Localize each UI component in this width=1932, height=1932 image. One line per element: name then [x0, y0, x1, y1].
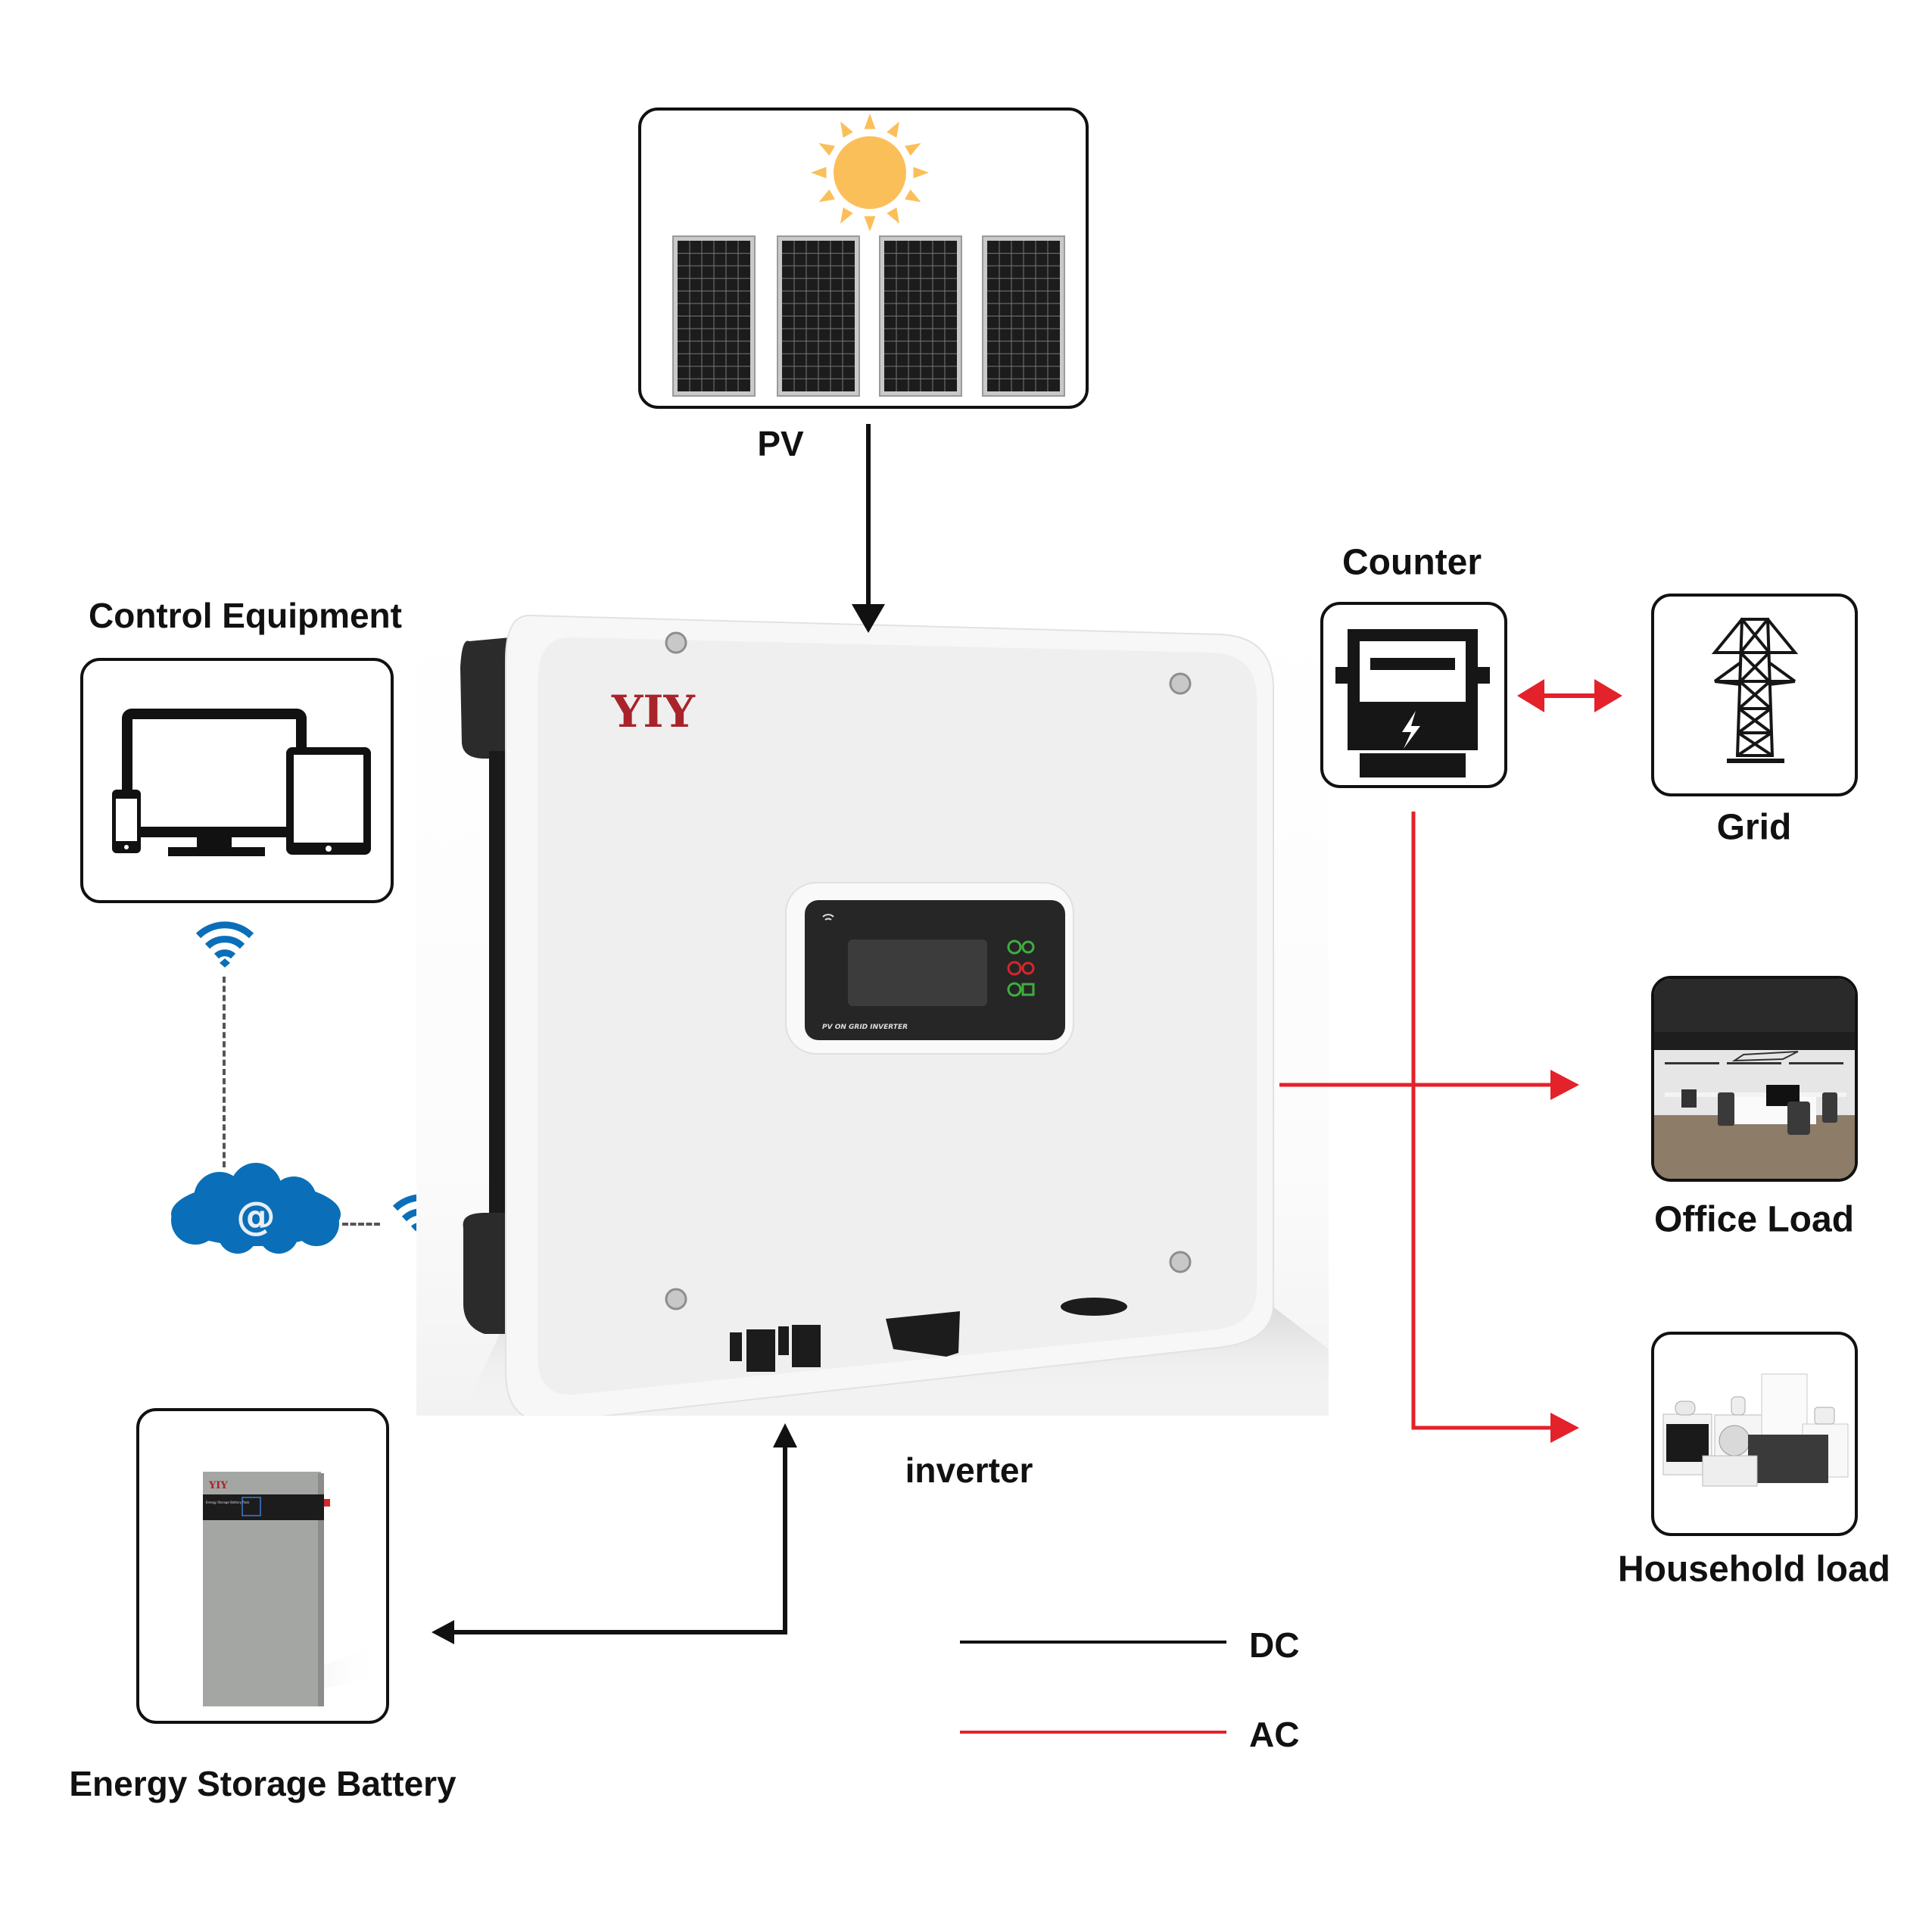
arrowhead-left [432, 1620, 454, 1644]
arrowhead-right [1550, 1070, 1579, 1100]
household-appliances-photo [1662, 1373, 1849, 1487]
sun-ray [811, 167, 827, 179]
display-wifi-icon [822, 914, 834, 921]
screw-icon [665, 631, 1192, 1310]
office-load-label: Office Load [1653, 1199, 1855, 1240]
power-tower-icon [1711, 618, 1799, 763]
counter-label: Counter [1342, 542, 1482, 583]
battery-unit-icon: YIY Energy Storage Battery Pack [203, 1472, 382, 1706]
inverter-label: inverter [905, 1451, 1033, 1490]
dashed-link-vertical [223, 977, 226, 1167]
sun-ray [905, 189, 921, 202]
pv-illustration [672, 114, 1065, 397]
pv-box [638, 108, 1089, 409]
battery-box: YIY Energy Storage Battery Pack [136, 1408, 389, 1724]
wifi-icon [195, 921, 254, 968]
legend: DC AC [960, 1620, 1323, 1772]
household-load-label: Household load [1618, 1549, 1890, 1590]
legend-dc-label: DC [1249, 1625, 1300, 1665]
sun-ray [818, 189, 835, 202]
sun-ray [887, 121, 899, 138]
sun-ray [887, 207, 899, 224]
inverter-lcd-screen [848, 940, 987, 1006]
legend-ac-line [960, 1731, 1226, 1734]
arrowhead-right-household [1550, 1413, 1579, 1443]
grid-box [1651, 594, 1858, 796]
arrowhead-up [773, 1423, 797, 1447]
cloud-at-symbol: @ [236, 1194, 276, 1239]
battery-label: Energy Storage Battery [69, 1764, 457, 1803]
status-indicators [1007, 940, 1035, 997]
solar-panels-icon [672, 235, 1065, 397]
sun-ray [818, 143, 835, 156]
lightning-icon [1402, 711, 1420, 749]
sun-ray [905, 143, 921, 156]
counter-box [1320, 602, 1507, 788]
sun-ray [864, 114, 876, 129]
sun-ray [840, 207, 853, 224]
pv-label: PV [757, 424, 804, 463]
office-photo [1654, 979, 1855, 1179]
arrowhead-left-grid [1517, 679, 1544, 712]
inverter-connectors [730, 1298, 1127, 1372]
inverter-brand-logo: YIY [611, 686, 696, 737]
dc-line-battery [454, 1447, 787, 1634]
sun-icon [811, 114, 929, 232]
dashed-link-horizontal [342, 1223, 380, 1226]
meter-icon [1335, 629, 1490, 777]
inverter-display-caption: PV ON GRID INVERTER [822, 1024, 908, 1031]
office-load-box [1651, 976, 1858, 1182]
legend-dc-line [960, 1641, 1226, 1644]
sun-ray [913, 167, 929, 179]
cloud-icon: @ [171, 1163, 341, 1254]
sun-ray [864, 216, 876, 232]
household-load-box [1651, 1332, 1858, 1536]
arrowhead-right-grid [1594, 679, 1622, 712]
legend-ac-label: AC [1249, 1715, 1300, 1754]
inverter-image: PV ON GRID INVERTER YIY [416, 607, 1329, 1416]
devices-icon [112, 709, 371, 856]
ac-line-household [1411, 812, 1552, 1430]
control-equipment-label: Control Equipment [89, 596, 402, 635]
inverter-side-housing [460, 637, 510, 759]
battery-device-caption: Energy Storage Battery Pack [206, 1500, 250, 1504]
battery-brand-logo: YIY [208, 1480, 228, 1491]
grid-label: Grid [1716, 807, 1792, 848]
control-equipment-box [80, 658, 394, 903]
sun-ray [840, 121, 853, 138]
